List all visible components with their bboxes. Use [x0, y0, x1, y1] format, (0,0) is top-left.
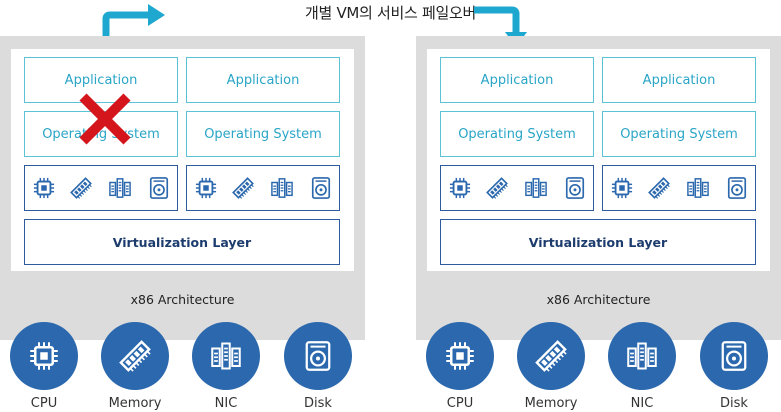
- vm2-application: Application: [186, 57, 340, 103]
- disk-label: Disk: [304, 396, 332, 411]
- physical-cpu: [426, 322, 494, 390]
- vm2-virtual-hardware: [602, 165, 756, 211]
- host-right: Application Application Operating System…: [416, 36, 781, 340]
- disk-icon: [303, 341, 333, 371]
- disk-icon: [719, 341, 749, 371]
- disk-icon: [148, 176, 170, 200]
- host-left-vm-area: Application Application Operating System…: [11, 49, 354, 271]
- memory-icon: [648, 176, 670, 200]
- disk-icon: [310, 176, 332, 200]
- diagram-title: 개별 VM의 서비스 페일오버: [304, 4, 476, 22]
- nic-icon: [687, 176, 709, 200]
- vm1-virtual-hardware: [24, 165, 178, 211]
- physical-disk: [700, 322, 768, 390]
- cpu-icon: [445, 341, 475, 371]
- nic-label: NIC: [214, 396, 238, 411]
- nic-icon: [109, 176, 131, 200]
- cpu-icon: [611, 176, 633, 200]
- memory-icon: [119, 340, 151, 372]
- virtualization-layer: Virtualization Layer: [24, 219, 340, 265]
- vm2-application: Application: [602, 57, 756, 103]
- nic-icon: [271, 176, 293, 200]
- cpu-label: CPU: [446, 396, 474, 411]
- cpu-label: CPU: [30, 396, 58, 411]
- vm1-application: Application: [24, 57, 178, 103]
- physical-disk: [284, 322, 352, 390]
- vm1-virtual-hardware: [440, 165, 594, 211]
- physical-memory: [517, 322, 585, 390]
- vm1-application: Application: [440, 57, 594, 103]
- nic-icon: [211, 341, 241, 371]
- nic-label: NIC: [630, 396, 654, 411]
- memory-label: Memory: [524, 396, 578, 411]
- host-left: Application Application Operating System…: [0, 36, 365, 340]
- nic-icon: [525, 176, 547, 200]
- disk-label: Disk: [720, 396, 748, 411]
- disk-icon: [726, 176, 748, 200]
- x-mark-icon: [79, 93, 131, 145]
- host-right-vm-area: Application Application Operating System…: [427, 49, 770, 271]
- vm2-virtual-hardware: [186, 165, 340, 211]
- physical-memory: [101, 322, 169, 390]
- cpu-icon: [29, 341, 59, 371]
- x86-architecture-label: x86 Architecture: [130, 292, 235, 307]
- memory-icon: [70, 176, 92, 200]
- disk-icon: [564, 176, 586, 200]
- memory-label: Memory: [108, 396, 162, 411]
- memory-icon: [232, 176, 254, 200]
- memory-icon: [486, 176, 508, 200]
- physical-cpu: [10, 322, 78, 390]
- x86-architecture-label: x86 Architecture: [546, 292, 651, 307]
- cpu-icon: [449, 176, 471, 200]
- nic-icon: [627, 341, 657, 371]
- physical-nic: [192, 322, 260, 390]
- vm2-operating-system: Operating System: [186, 111, 340, 157]
- virtualization-layer: Virtualization Layer: [440, 219, 756, 265]
- vm2-operating-system: Operating System: [602, 111, 756, 157]
- vm1-operating-system: Operating System: [440, 111, 594, 157]
- failover-out-arrow-icon: [102, 4, 165, 48]
- physical-nic: [608, 322, 676, 390]
- memory-icon: [535, 340, 567, 372]
- cpu-icon: [33, 176, 55, 200]
- cpu-icon: [195, 176, 217, 200]
